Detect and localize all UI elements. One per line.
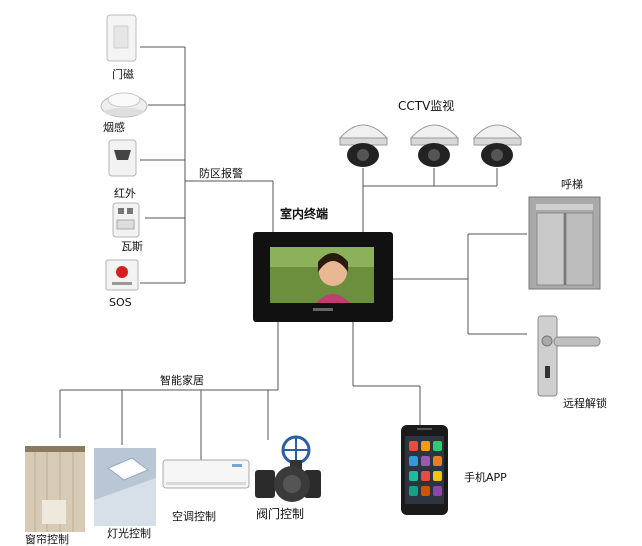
- mobile-app-label: 手机APP: [464, 471, 507, 484]
- sos-button-icon: [105, 259, 139, 291]
- zone-alarm-label: 防区报警: [199, 167, 243, 180]
- valve-icon: [255, 435, 321, 502]
- app-tile: [421, 456, 430, 466]
- mobile-phone-icon: [401, 425, 448, 515]
- gas-detector-icon: [112, 202, 140, 238]
- ceiling-light-icon: [94, 448, 156, 526]
- curtain-icon: [25, 446, 85, 532]
- smoke-detector-icon: [100, 92, 148, 118]
- lighting-label: 灯光控制: [107, 527, 151, 540]
- cctv-camera-icon: [472, 124, 523, 167]
- curtain-label: 窗帘控制: [25, 533, 69, 546]
- air-conditioner-icon: [162, 459, 250, 489]
- cctv-camera-icon: [338, 124, 389, 167]
- infrared-label: 红外: [114, 187, 136, 200]
- indoor-terminal-label: 室内终端: [280, 207, 329, 221]
- remote-unlock-label: 远程解锁: [563, 397, 607, 410]
- app-tile: [433, 471, 442, 481]
- app-tile: [433, 441, 442, 451]
- app-tile: [409, 486, 418, 496]
- app-tile: [433, 456, 442, 466]
- app-tile: [409, 441, 418, 451]
- aircon-label: 空调控制: [172, 510, 216, 523]
- app-tile: [421, 486, 430, 496]
- smoke-detector-label: 烟感: [103, 121, 125, 134]
- app-tile: [421, 471, 430, 481]
- infrared-sensor-icon: [108, 139, 137, 177]
- connection-lines: [59, 46, 527, 460]
- door-sensor-icon: [106, 14, 137, 62]
- indoor-terminal-icon: [253, 232, 393, 322]
- sos-label: SOS: [109, 296, 132, 309]
- door-sensor-label: 门磁: [112, 68, 134, 81]
- cctv-label: CCTV监视: [398, 99, 455, 113]
- smart-home-label: 智能家居: [160, 374, 204, 387]
- valve-label: 阀门控制: [256, 507, 305, 521]
- gas-detector-label: 瓦斯: [121, 240, 143, 253]
- app-tile: [433, 486, 442, 496]
- app-tile: [421, 441, 430, 451]
- app-tile: [409, 471, 418, 481]
- door-lock-icon: [537, 315, 601, 397]
- cctv-camera-icon: [409, 124, 460, 167]
- elevator-label: 呼梯: [561, 178, 583, 191]
- app-tile: [409, 456, 418, 466]
- elevator-icon: [528, 196, 601, 290]
